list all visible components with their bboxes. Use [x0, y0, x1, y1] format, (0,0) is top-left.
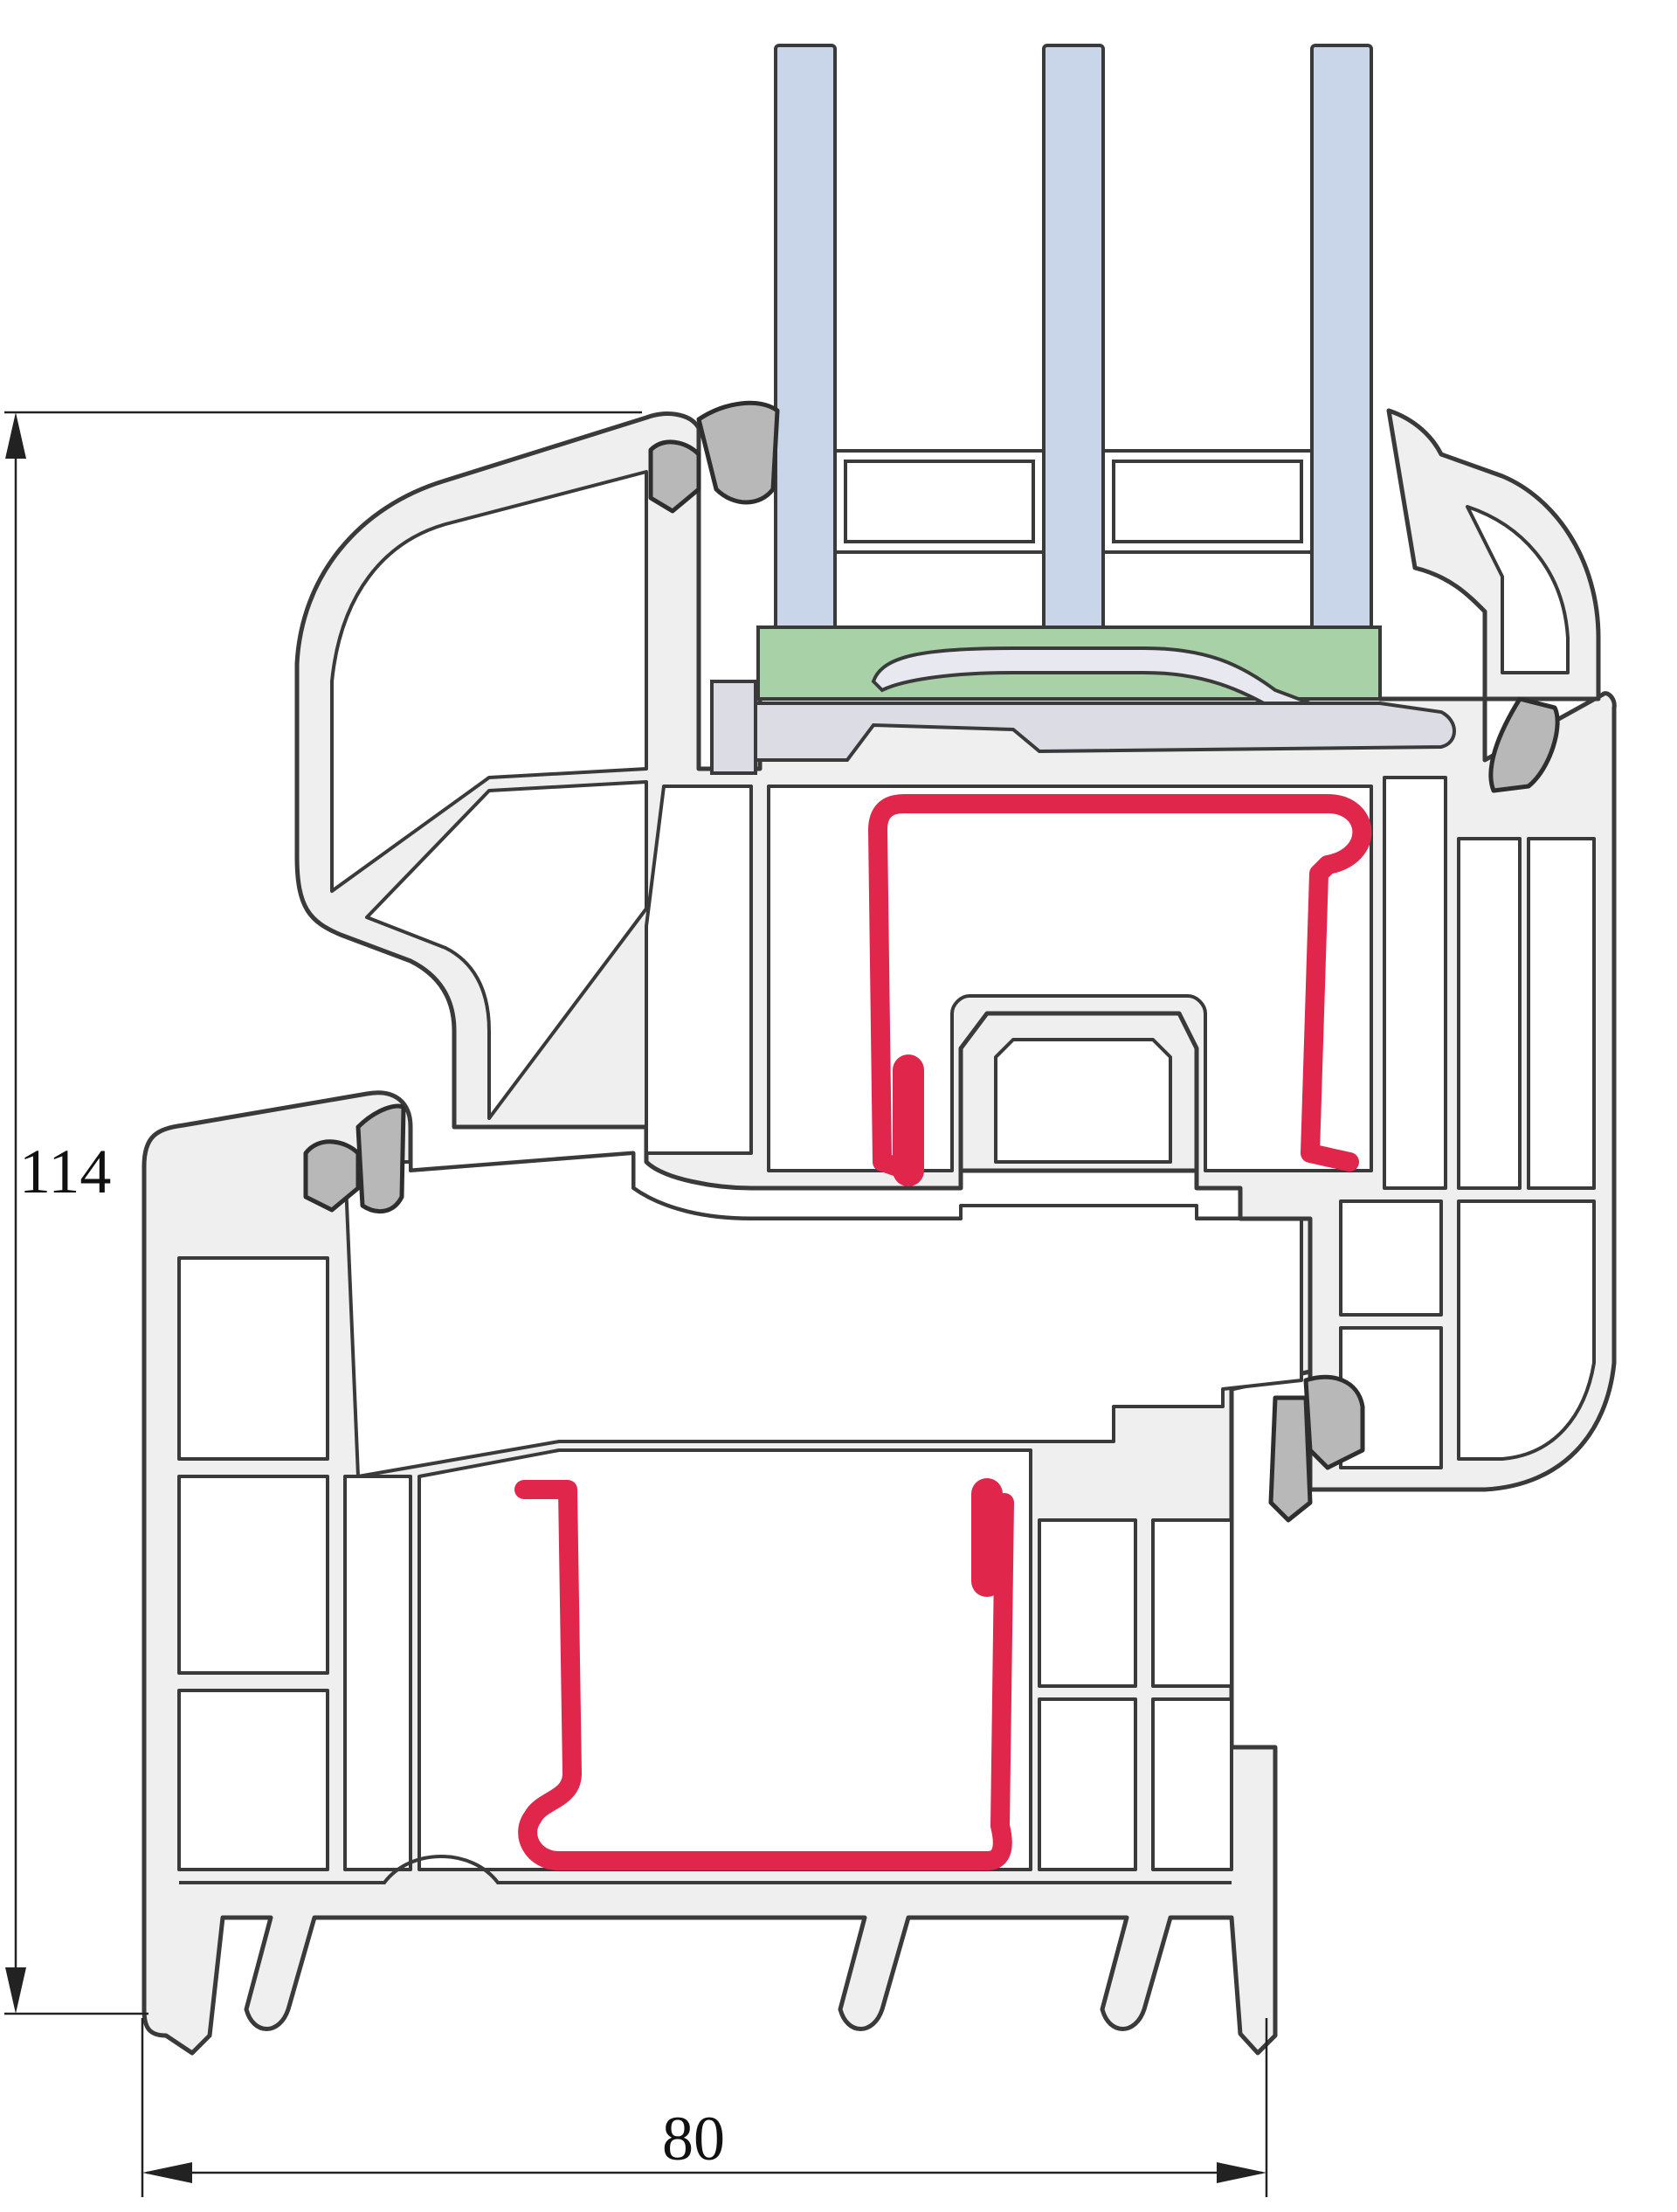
glass-unit — [774, 44, 1373, 631]
frame-cavity-main — [418, 1448, 1032, 1871]
sash-chamber-6 — [1527, 837, 1596, 1190]
dimension-height-label: 114 — [19, 1137, 111, 1206]
gasket-outer-right — [1488, 696, 1560, 793]
sash-chamber-1 — [330, 470, 648, 893]
sash-chamber-9 — [1457, 1199, 1596, 1461]
dimension-width-label: 80 — [662, 2104, 725, 2174]
gasket-sash-bottom — [1303, 1374, 1365, 1470]
gaskets — [303, 400, 1560, 1523]
glass-pane-1 — [774, 44, 837, 631]
spacer-2 — [1101, 449, 1314, 554]
frame-chamber-6 — [1038, 1697, 1137, 1871]
frame-chamber-2 — [177, 1475, 329, 1675]
frame-chamber-3 — [177, 1689, 329, 1871]
sash-chamber-2 — [365, 780, 648, 1120]
dimension-width: 80 — [141, 2018, 1268, 2197]
frame-profile — [141, 1090, 1313, 2056]
gasket-sash-top — [648, 439, 701, 514]
frame-reinforcement — [514, 1480, 1014, 1870]
frame-chamber-4 — [343, 1475, 412, 1871]
steel-reinforcements — [514, 794, 1372, 1870]
gasket-frame-top — [303, 1139, 361, 1213]
glazing-clip — [749, 702, 1456, 762]
sash-chamber-3 — [645, 785, 753, 1155]
glass-pane-2 — [1042, 44, 1105, 631]
frame-chamber-7 — [1151, 1518, 1233, 1688]
frame-chamber-1 — [177, 1256, 329, 1461]
sash-chamber-5 — [1457, 837, 1522, 1190]
sash-chamber-7 — [1339, 1199, 1443, 1317]
frame-chamber-8 — [1151, 1697, 1233, 1871]
frame-chamber-5 — [1038, 1518, 1137, 1688]
dimension-height: 114 — [4, 411, 642, 2015]
spacer-1 — [833, 449, 1046, 554]
glazing-bead-assembly — [710, 626, 1456, 775]
sash-chamber-4 — [1383, 776, 1447, 1190]
glass-pane-3 — [1310, 44, 1373, 631]
frame-sash-gap — [343, 1151, 1303, 1478]
sash-reinforcement — [868, 794, 1372, 1180]
